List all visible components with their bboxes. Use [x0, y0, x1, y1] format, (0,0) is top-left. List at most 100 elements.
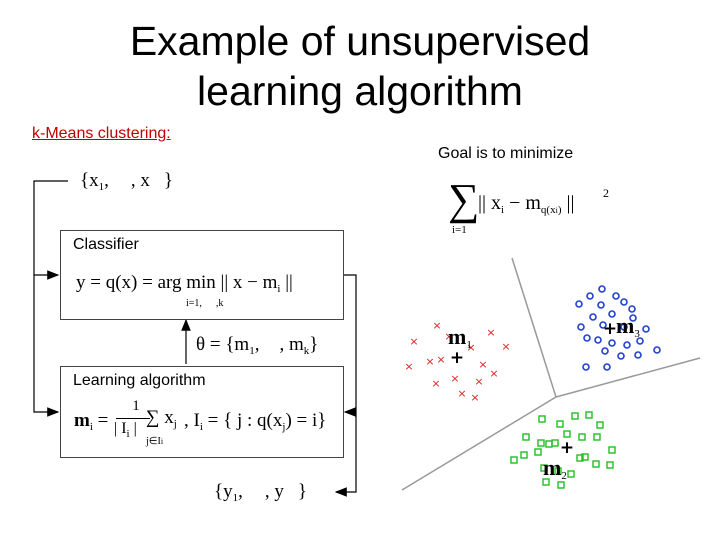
- cluster-1-point: ×: [404, 360, 413, 373]
- cluster-1-point: ×: [450, 372, 459, 385]
- cluster-2-point: [606, 461, 614, 469]
- cluster-2-point: [563, 430, 571, 438]
- cluster-1-point: ×: [432, 319, 441, 332]
- output-arrow-line: [342, 274, 357, 417]
- cluster-1-point: ×: [436, 353, 445, 366]
- cluster-2-point: [585, 411, 593, 419]
- centroid-marker: +: [603, 319, 617, 339]
- goal-text: Goal is to minimize: [438, 145, 574, 162]
- objective-sum-range: i=1: [452, 224, 467, 236]
- cluster-1-point: ×: [431, 377, 440, 390]
- cluster-2-point: [608, 446, 616, 454]
- centroid-label-m1: m1: [448, 324, 472, 351]
- objective-sum-symbol: ∑: [448, 175, 480, 224]
- classifier-argmin-range: i=1,,k: [186, 298, 224, 309]
- cluster-1-point: ×: [501, 340, 510, 353]
- cluster-3-point: [623, 341, 631, 349]
- cluster-2-point: [554, 467, 562, 475]
- cluster-3-point: [628, 305, 636, 313]
- cluster-2-point: [571, 412, 579, 420]
- cluster-2-point: [556, 420, 564, 428]
- cluster-2-point: [522, 433, 530, 441]
- cluster-3-point: [629, 314, 637, 322]
- input-set: {x1,, x}: [80, 170, 173, 193]
- cluster-3-point: [620, 323, 628, 331]
- learning-formula-lhs: mi =: [74, 410, 109, 433]
- cluster-3-point: [608, 310, 616, 318]
- cluster-3-point: [583, 334, 591, 342]
- cluster-2-point: [567, 470, 575, 478]
- centroid-label-m2: m2: [543, 455, 567, 482]
- cluster-2-point: [592, 460, 600, 468]
- classifier-box: [60, 230, 344, 320]
- output-set: {y1,, y}: [214, 481, 307, 504]
- boundary-line-3: [401, 396, 557, 491]
- cluster-1-point: ×: [466, 341, 475, 354]
- learning-sum-range: j∈Ii: [146, 436, 164, 447]
- cluster-2-point: [534, 448, 542, 456]
- cluster-2-point: [557, 481, 565, 489]
- cluster-3-point: [582, 363, 590, 371]
- cluster-3-point: [603, 363, 611, 371]
- cluster-3-points: [575, 285, 661, 371]
- slide-title: Example of unsupervised learning algorit…: [0, 16, 720, 116]
- cluster-3-point: [575, 300, 583, 308]
- cluster-3-point: [577, 323, 585, 331]
- cluster-3-point: [617, 352, 625, 360]
- cluster-2-point: [593, 433, 601, 441]
- cluster-3-point: [620, 298, 628, 306]
- learning-sum-term: ∑ xj: [146, 407, 177, 430]
- cluster-2-point: [542, 478, 550, 486]
- centroid-label-m3: m3: [616, 313, 640, 340]
- cluster-2-point: [510, 456, 518, 464]
- cluster-2-point: [520, 451, 528, 459]
- cluster-1-point: ×: [486, 326, 495, 339]
- cluster-3-point: [612, 292, 620, 300]
- cluster-1-point: ×: [474, 375, 483, 388]
- cluster-2-point: [551, 439, 559, 447]
- cluster-3-point: [599, 321, 607, 329]
- cluster-3-point: [653, 346, 661, 354]
- cluster-2-point: [576, 454, 584, 462]
- cluster-3-point: [642, 325, 650, 333]
- title-line-1: Example of unsupervised: [129, 18, 591, 64]
- cluster-1-points: ××××××××××××××××: [404, 319, 510, 404]
- theta-formula: θ = {m1,, mk}: [196, 334, 319, 357]
- title-line-2: learning algorithm: [197, 68, 523, 114]
- cluster-2-point: [540, 464, 548, 472]
- learning-frac-den: | Ii |: [114, 420, 137, 440]
- learning-frac-num: 1: [132, 398, 140, 414]
- cluster-3-point: [598, 285, 606, 293]
- cluster-2-points: [510, 411, 616, 489]
- input-arrow-line-2: [33, 275, 60, 417]
- cluster-3-point: [586, 292, 594, 300]
- boundary-line-1: [511, 257, 557, 398]
- centroid-marker: +: [560, 438, 574, 458]
- cluster-2-point: [596, 421, 604, 429]
- cluster-3-point: [597, 301, 605, 309]
- learning-set-definition: , Ii = { j : q(xj) = i}: [184, 410, 327, 433]
- cluster-1-point: ×: [425, 355, 434, 368]
- cluster-1-point: ×: [489, 367, 498, 380]
- classifier-formula: y = q(x) = arg min || x − mi ||: [76, 272, 293, 295]
- subtitle: k-Means clustering:: [32, 125, 171, 142]
- cluster-3-point: [608, 339, 616, 347]
- learning-algorithm-label: Learning algorithm: [73, 372, 206, 389]
- objective-exponent: 2: [603, 186, 609, 200]
- cluster-1-point: ×: [470, 391, 479, 404]
- cluster-2-point: [537, 439, 545, 447]
- cluster-3-point: [601, 347, 609, 355]
- cluster-3-point: [636, 337, 644, 345]
- centroid-markers: +++: [450, 319, 617, 458]
- cluster-2-point: [578, 433, 586, 441]
- cluster-1-point: ×: [478, 358, 487, 371]
- cluster-3-point: [589, 313, 597, 321]
- boundary-line-2: [555, 357, 701, 398]
- classifier-label: Classifier: [73, 236, 139, 253]
- cluster-1-point: ×: [409, 335, 418, 348]
- input-arrow-line: [33, 180, 68, 280]
- learning-frac-bar: [116, 418, 150, 419]
- cluster-1-point: ×: [444, 330, 453, 343]
